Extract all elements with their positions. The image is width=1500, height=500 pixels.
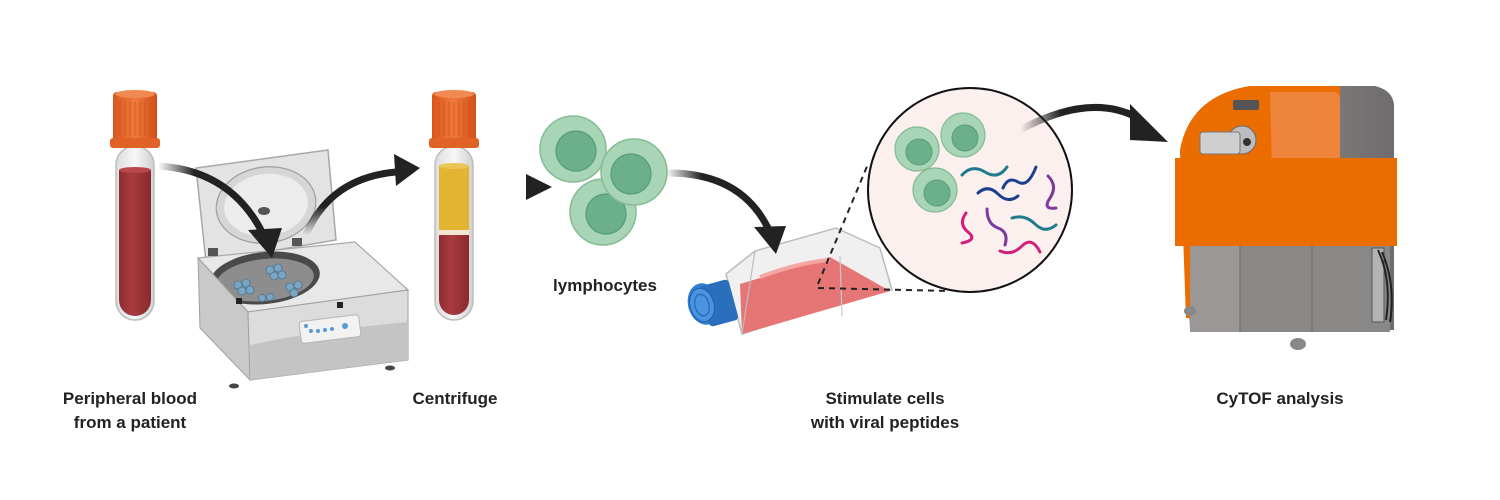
peptide	[960, 165, 1009, 177]
blood-tube-icon	[110, 90, 160, 321]
peptide	[976, 187, 1020, 201]
arrow-head	[248, 228, 282, 258]
arrow-centrifuge-to-tube	[302, 168, 400, 239]
lymphocyte-cell	[912, 167, 958, 213]
arrow-lymphocytes-to-flask	[662, 169, 772, 232]
lymphocyte-cell	[940, 112, 986, 158]
arrow-head	[754, 226, 786, 254]
label-lymphocytes: lymphocytes	[553, 276, 657, 295]
lymphocyte-cell	[539, 115, 607, 183]
redaction-bar	[1175, 158, 1397, 246]
culture-flask-icon	[687, 227, 893, 335]
peptide	[960, 211, 974, 245]
centrifuge-icon	[195, 149, 410, 389]
label-centrifuge: Centrifuge	[412, 389, 498, 408]
label-peripheral-blood: Peripheral blood from a patient	[62, 389, 198, 432]
peptide	[1010, 215, 1058, 231]
flow-arrows	[154, 103, 1168, 258]
label-cytof-analysis: CyTOF analysis	[1216, 389, 1344, 408]
arrow-blood-to-centrifuge	[154, 162, 266, 236]
peptide	[1045, 174, 1058, 210]
magnified-cells-peptides-icon	[867, 87, 1073, 293]
lymphocyte-cells-icon	[539, 115, 668, 246]
peptide	[1001, 165, 1038, 190]
lymphocyte-cell	[894, 126, 940, 172]
arrow-head	[394, 154, 420, 186]
viral-peptides	[960, 165, 1058, 255]
flask-cap	[687, 279, 739, 327]
label-stimulate-cells: Stimulate cells with viral peptides	[810, 389, 960, 432]
cytof-machine-icon	[1175, 86, 1397, 350]
separated-blood-tube-icon	[429, 90, 479, 321]
lymphocyte-cell	[600, 138, 668, 206]
arrow-zoom-to-cytof	[1016, 103, 1142, 134]
arrow-head	[526, 174, 552, 200]
peptide	[998, 240, 1042, 255]
arrow-head	[1130, 104, 1168, 142]
peptide	[985, 207, 1008, 247]
